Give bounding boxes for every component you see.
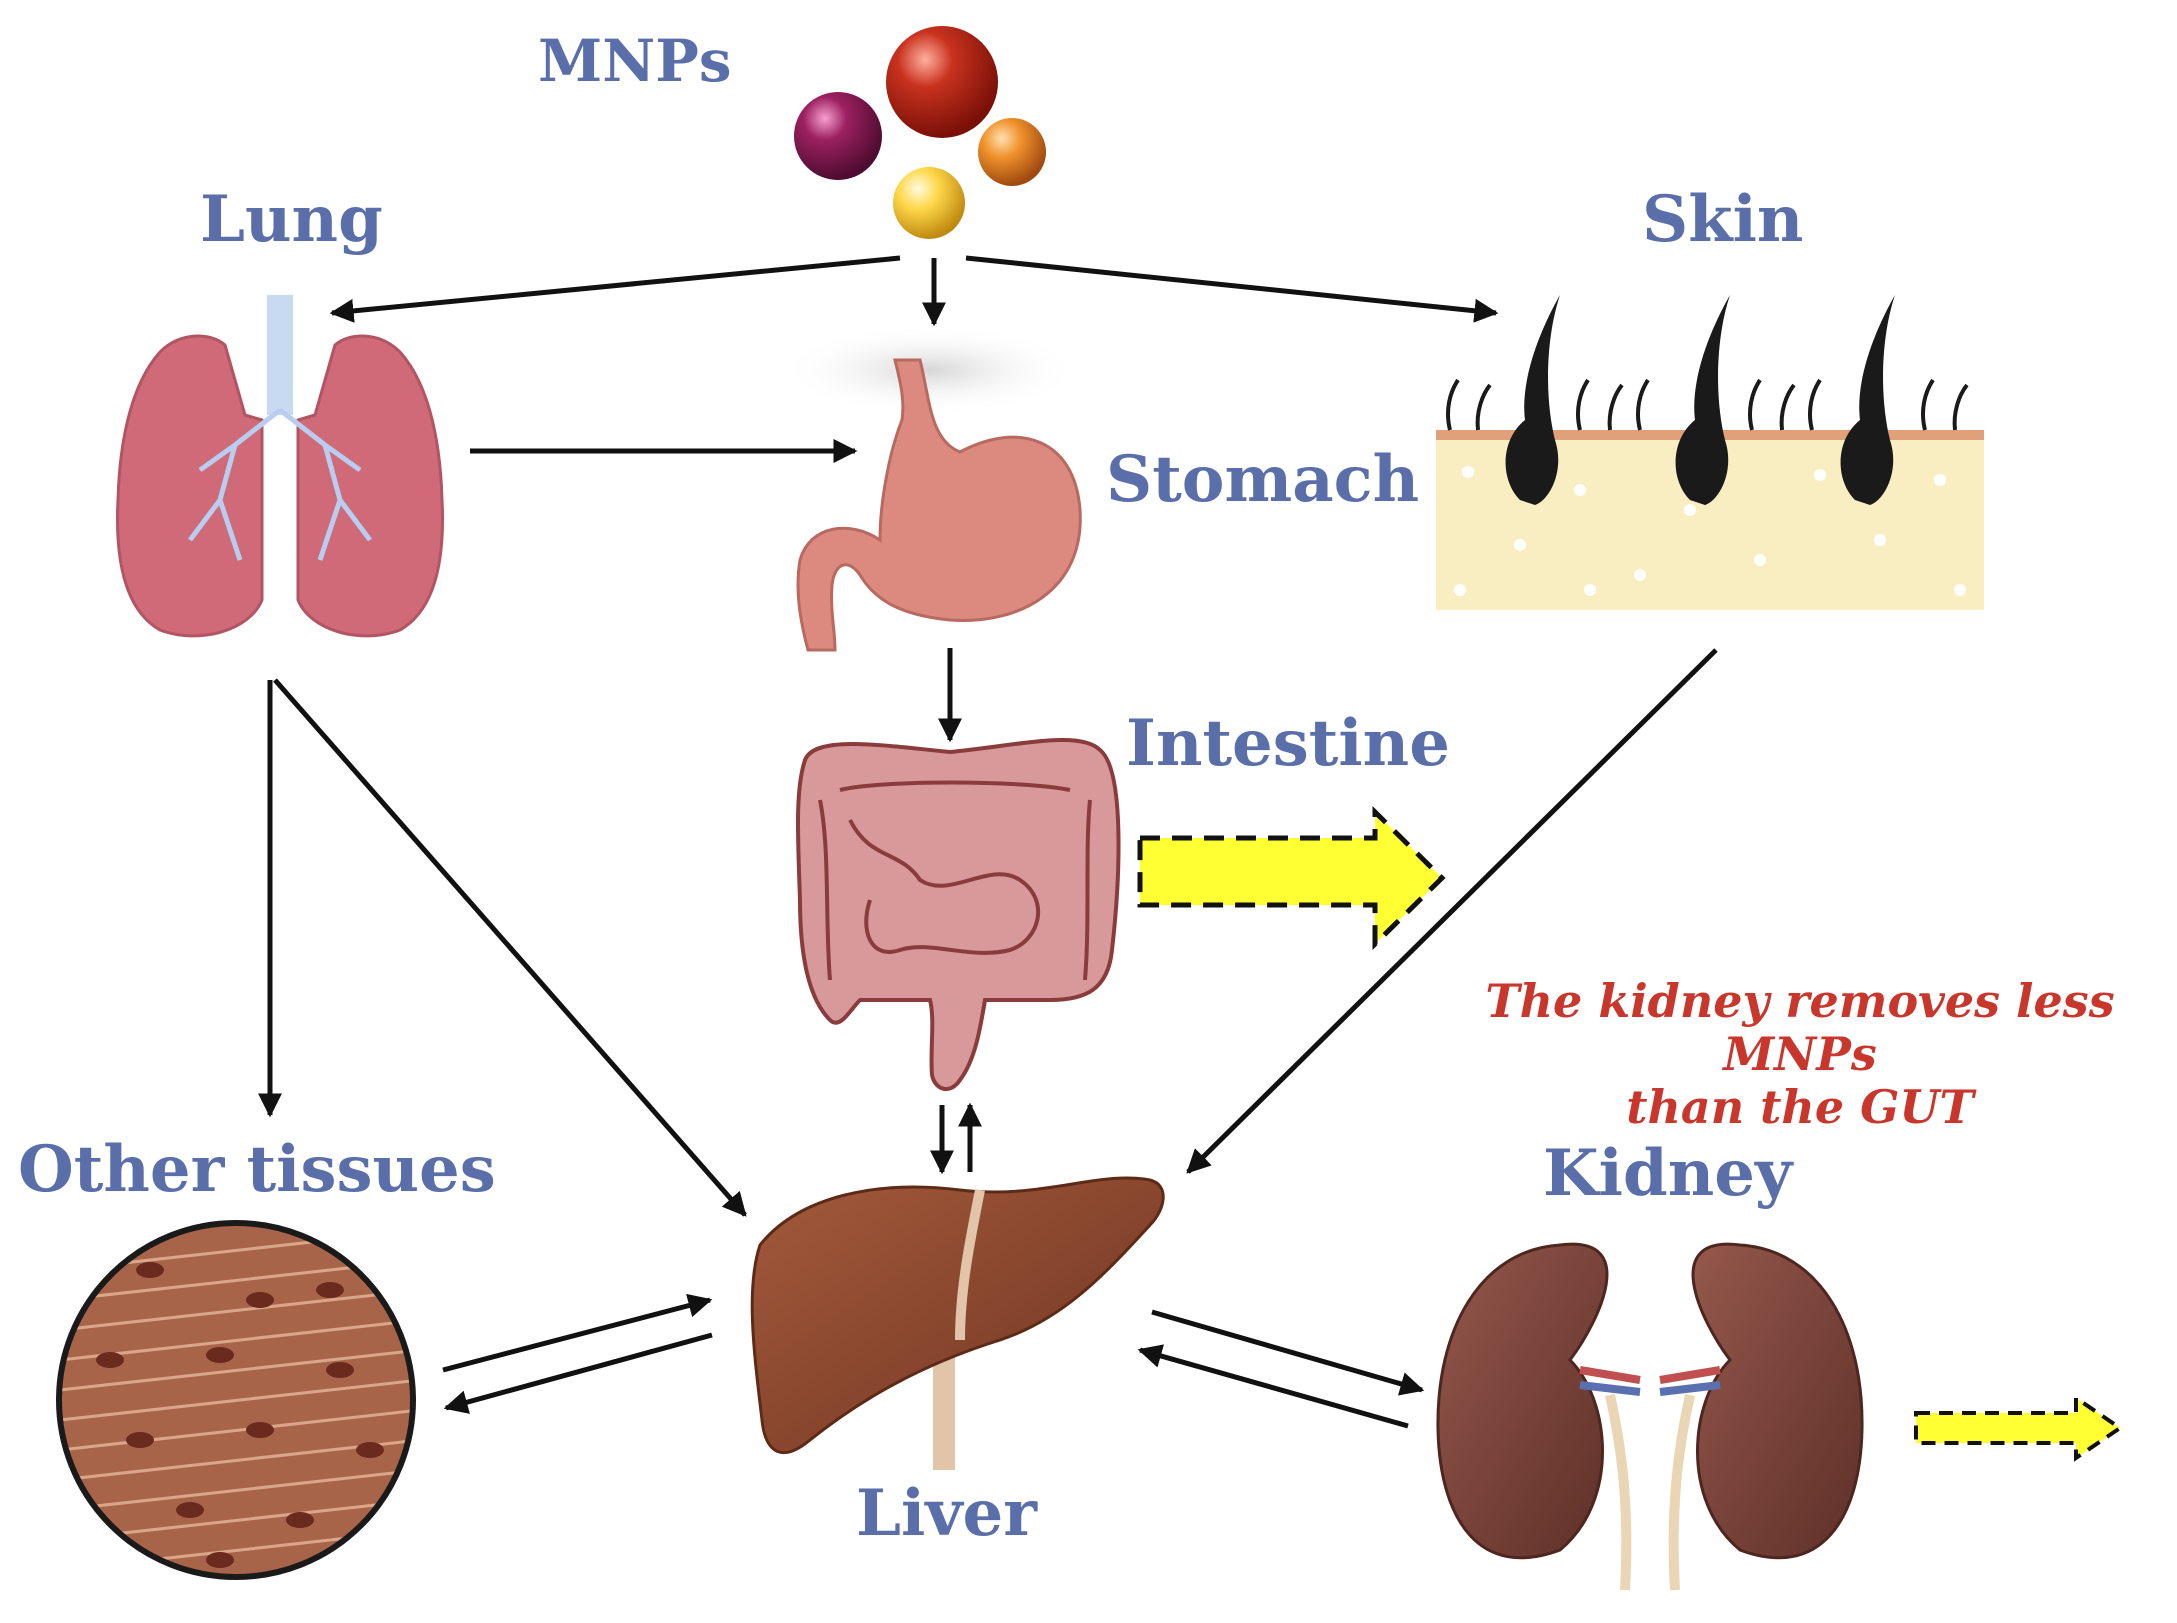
excretion-arrow-gut: [1137, 806, 1446, 950]
stomach-icon: [780, 325, 1082, 652]
lung-icon: [116, 295, 444, 638]
arrow-tissues-to-liver: [442, 1293, 713, 1373]
arrow-skin-to-liver: [1186, 648, 1718, 1174]
note-line-1: The kidney removes less MNPs: [1485, 974, 2115, 1081]
tissue-icon: [56, 1220, 416, 1580]
arrow-liver-to-tissues: [443, 1332, 713, 1414]
kidney-vs-gut-note: The kidney removes less MNPs than the GU…: [1430, 975, 2170, 1134]
mnp-particles-icon: [794, 26, 1046, 239]
label-liver: Liver: [856, 1476, 1037, 1551]
label-intestine: Intestine: [1126, 706, 1450, 781]
label-stomach: Stomach: [1106, 442, 1420, 517]
liver-icon: [750, 1176, 1165, 1470]
arrow-kidney-to-liver: [1137, 1344, 1409, 1429]
arrow-liver-to-kidney: [1151, 1309, 1425, 1396]
label-skin: Skin: [1642, 182, 1804, 257]
arrows: [258, 255, 1718, 1429]
arrow-mnps-to-skin: [965, 255, 1499, 323]
kidney-icon: [1436, 1242, 1864, 1591]
label-mnps: MNPs: [538, 27, 732, 95]
skin-icon: [1436, 295, 1984, 610]
arrow-mnps-to-lung: [329, 255, 901, 323]
label-other-tissues: Other tissues: [18, 1132, 496, 1207]
label-kidney: Kidney: [1543, 1136, 1793, 1211]
label-lung: Lung: [200, 182, 383, 257]
excretion-arrow-kidney: [1914, 1394, 2124, 1462]
arrow-lung-to-liver: [273, 678, 747, 1217]
note-line-2: than the GUT: [1626, 1079, 1974, 1134]
intestine-icon: [795, 738, 1121, 1091]
